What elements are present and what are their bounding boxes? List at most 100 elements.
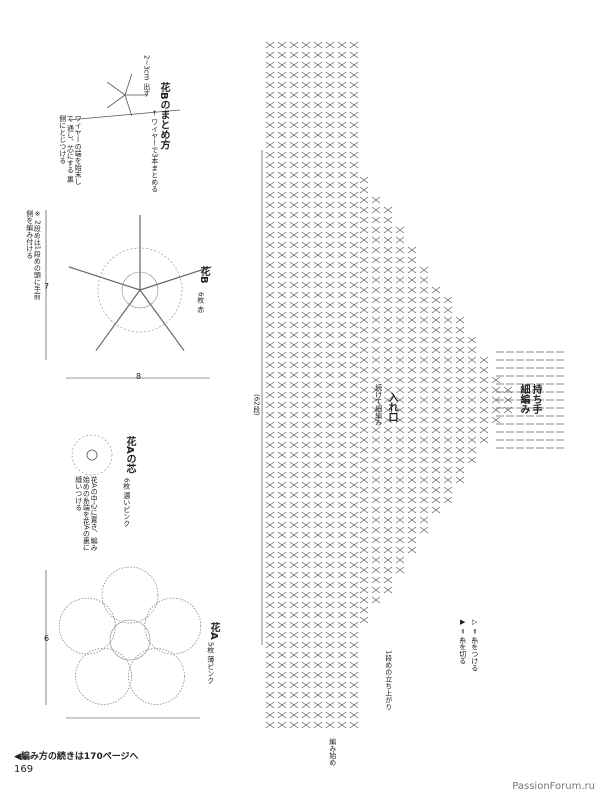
stitch-x: [277, 251, 287, 259]
stitch-x: [289, 91, 299, 99]
stitch-x: [359, 556, 369, 564]
stitch-x: [467, 356, 477, 364]
stitch-x: [313, 521, 323, 529]
stitch-x: [301, 91, 311, 99]
stitch-x: [349, 81, 359, 89]
stitch-x: [467, 446, 477, 454]
stitch-x: [325, 341, 335, 349]
stitch-x: [419, 516, 429, 524]
stitch-x: [277, 541, 287, 549]
stitch-x: [265, 691, 275, 699]
stitch-x: [431, 506, 441, 514]
stitch-x: [395, 296, 405, 304]
flower-b-dim-height: 8: [136, 372, 142, 381]
stitch-x: [349, 41, 359, 49]
stitch-x: [383, 216, 393, 224]
stitch-x: [337, 671, 347, 679]
stitch-x: [265, 411, 275, 419]
stitch-x: [359, 466, 369, 474]
stitch-x: [289, 711, 299, 719]
stitch-x: [313, 351, 323, 359]
stitch-x: [265, 601, 275, 609]
stitch-x: [277, 581, 287, 589]
stitch-x: [443, 496, 453, 504]
stitch-x: [349, 291, 359, 299]
stitch-x: [383, 306, 393, 314]
stitch-x: [455, 376, 465, 384]
stitch-x: [407, 346, 417, 354]
stitch-x: [277, 661, 287, 669]
stitch-x: [431, 316, 441, 324]
stitch-x: [431, 496, 441, 504]
stitch-x: [301, 251, 311, 259]
stitch-x: [301, 371, 311, 379]
stitch-x: [395, 556, 405, 564]
stitch-x: [313, 301, 323, 309]
stitch-x: [277, 551, 287, 559]
stitch-x: [419, 406, 429, 414]
stitch-x: [325, 91, 335, 99]
stitch-x: [325, 711, 335, 719]
stitch-x: [349, 371, 359, 379]
stitch-x: [407, 406, 417, 414]
stitch-x: [455, 366, 465, 374]
stitch-x: [443, 426, 453, 434]
stitch-x: [277, 491, 287, 499]
stitch-x: [301, 211, 311, 219]
stitch-x: [349, 181, 359, 189]
stitch-x: [431, 446, 441, 454]
stitch-x: [313, 491, 323, 499]
stitch-x: [395, 486, 405, 494]
stitch-x: [265, 81, 275, 89]
stitch-x: [277, 671, 287, 679]
stitch-x: [289, 351, 299, 359]
stitch-x: [349, 651, 359, 659]
stitch-x: [277, 401, 287, 409]
stitch-x: [313, 381, 323, 389]
stitch-x: [383, 546, 393, 554]
stitch-x: [337, 271, 347, 279]
stitch-x: [359, 416, 369, 424]
stitch-x: [277, 51, 287, 59]
stitch-x: [359, 176, 369, 184]
stitch-x: [383, 396, 393, 404]
stitch-x: [313, 611, 323, 619]
stitch-x: [313, 211, 323, 219]
stitch-x: [325, 461, 335, 469]
stitch-x: [277, 711, 287, 719]
stitch-x: [265, 491, 275, 499]
legend-join-yarn: ▷ = 糸をつける: [470, 618, 479, 672]
stitch-x: [359, 386, 369, 394]
stitch-x: [371, 416, 381, 424]
stitch-x: [277, 101, 287, 109]
stitch-x: [443, 336, 453, 344]
stitch-x: [265, 581, 275, 589]
stitch-x: [349, 221, 359, 229]
stitch-x: [337, 611, 347, 619]
stitch-x: [359, 266, 369, 274]
stitch-x: [265, 541, 275, 549]
stitch-x: [337, 61, 347, 69]
stitch-x: [349, 241, 359, 249]
stitch-x: [337, 241, 347, 249]
stitch-x: [289, 101, 299, 109]
stitch-x: [325, 551, 335, 559]
stitch-x: [337, 331, 347, 339]
stitch-x: [359, 356, 369, 364]
stitch-x: [265, 661, 275, 669]
stitch-x: [289, 511, 299, 519]
stitch-x: [313, 261, 323, 269]
stitch-x: [349, 351, 359, 359]
stitch-x: [277, 81, 287, 89]
stitch-x: [325, 511, 335, 519]
stitch-x: [337, 261, 347, 269]
stitch-x: [313, 581, 323, 589]
stitch-x: [479, 356, 489, 364]
stitch-x: [359, 596, 369, 604]
stitch-x: [383, 446, 393, 454]
stitch-x: [265, 71, 275, 79]
stitch-x: [349, 671, 359, 679]
stitch-x: [395, 326, 405, 334]
stitch-x: [325, 391, 335, 399]
stitch-x: [337, 631, 347, 639]
